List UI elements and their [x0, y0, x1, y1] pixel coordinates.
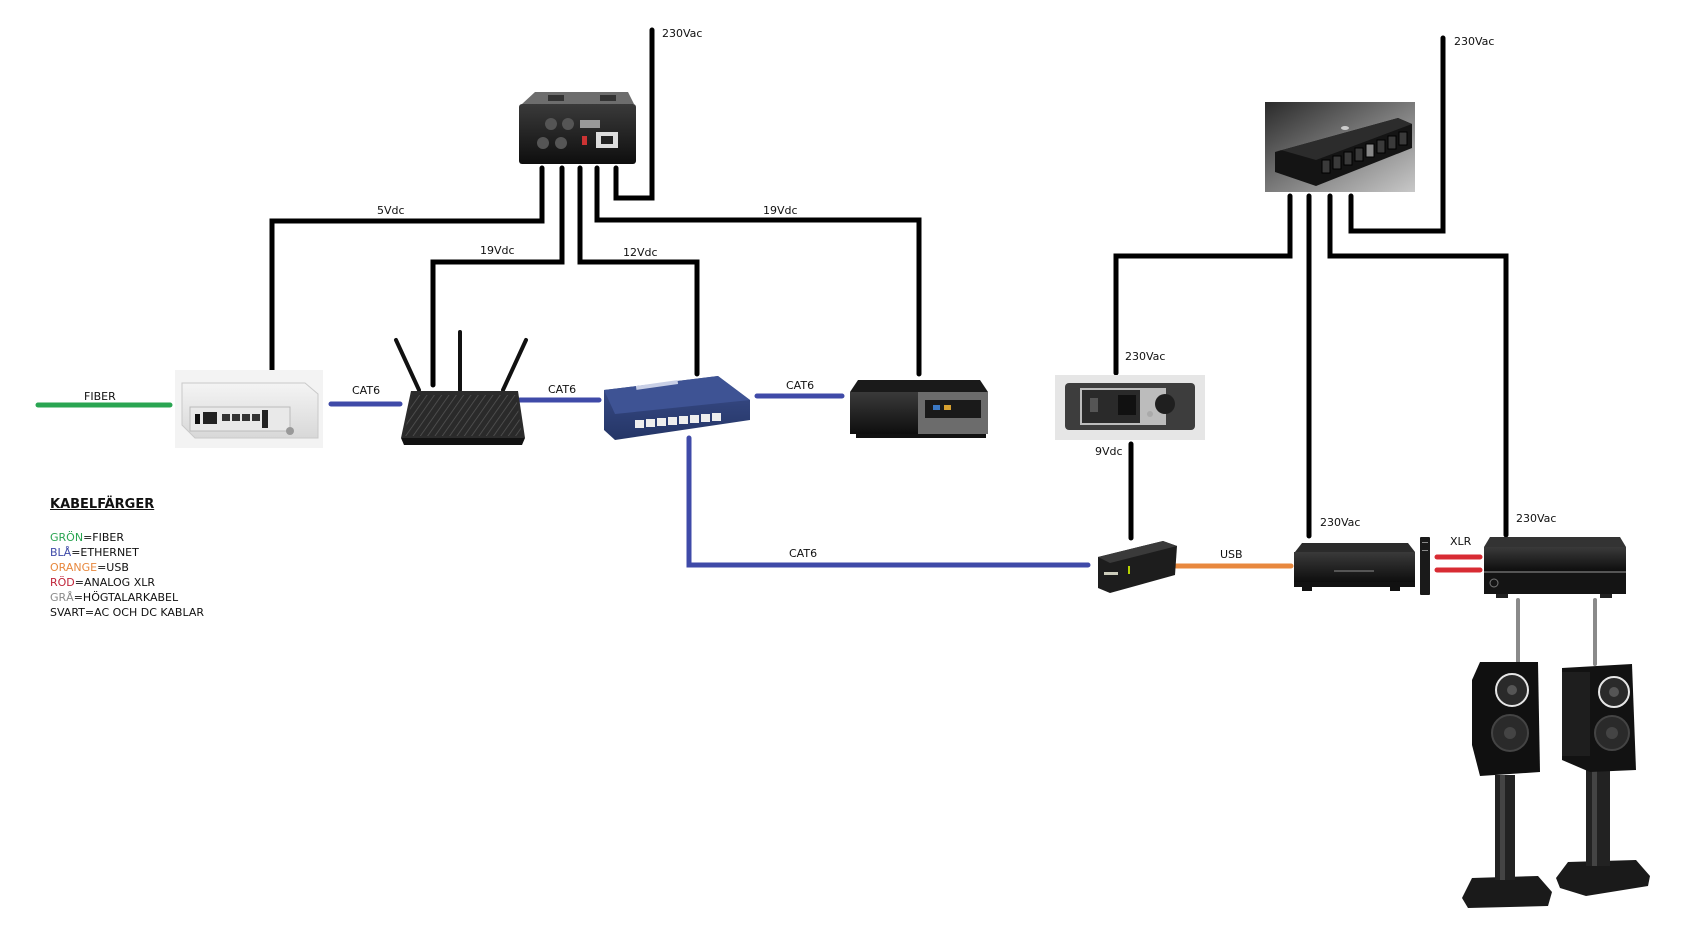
linear-psu-icon[interactable]	[1055, 375, 1205, 440]
cable-color-legend: KABELFÄRGER GRÖN=FIBER BLÅ=ETHERNET ORAN…	[50, 497, 204, 620]
legend-meaning: =ETHERNET	[71, 546, 139, 559]
legend-item: SVART=AC OCH DC KABLAR	[50, 605, 204, 620]
label-cat6-4: CAT6	[789, 547, 817, 560]
legend-meaning: =USB	[97, 561, 129, 574]
wifi-router-icon[interactable]	[394, 330, 528, 445]
fiber-media-converter-icon[interactable]	[175, 370, 323, 448]
legend-color-word: RÖD	[50, 576, 75, 589]
legend-meaning: =HÖGTALARKABEL	[73, 591, 179, 604]
label-19vdc-router: 19Vdc	[480, 244, 515, 257]
legend-item: GRÖN=FIBER	[50, 530, 204, 545]
label-xlr: XLR	[1450, 535, 1472, 548]
label-19vdc-nuc: 19Vdc	[763, 204, 798, 217]
speaker-left-icon[interactable]	[1462, 662, 1552, 908]
wire-cat6-switch-streamer	[686, 435, 1091, 568]
legend-color-word: BLÅ	[50, 546, 72, 559]
label-usb: USB	[1220, 548, 1243, 561]
wire-5vdc	[269, 165, 545, 373]
cd-player-icon[interactable]	[1294, 543, 1415, 591]
legend-color-word: SVART	[50, 606, 85, 619]
label-5vdc: 5Vdc	[377, 204, 405, 217]
remote-control-icon[interactable]	[1420, 537, 1430, 595]
legend-color-word: ORANGE	[50, 561, 98, 574]
label-9vdc: 9Vdc	[1095, 445, 1123, 458]
power-strip-icon[interactable]	[1265, 102, 1415, 192]
label-cat6-3: CAT6	[786, 379, 814, 392]
legend-meaning: =FIBER	[83, 531, 124, 544]
network-switch-icon[interactable]	[604, 376, 750, 440]
label-230vac-amp: 230Vac	[1516, 512, 1556, 525]
wire-19vdc-router	[430, 165, 565, 388]
legend-color-word: GRÅ	[50, 591, 74, 604]
legend-title: KABELFÄRGER	[50, 497, 155, 512]
legend-meaning: =AC OCH DC KABLAR	[84, 606, 205, 619]
legend-meaning: =ANALOG XLR	[74, 576, 155, 589]
legend-item: RÖD=ANALOG XLR	[50, 575, 204, 590]
wire-230vac-amp	[1327, 193, 1509, 538]
label-230vac-right: 230Vac	[1454, 35, 1494, 48]
legend-color-word: GRÖN	[50, 531, 84, 544]
label-cat6-2: CAT6	[548, 383, 576, 396]
speaker-right-icon[interactable]	[1556, 664, 1650, 896]
label-230vac-left: 230Vac	[662, 27, 702, 40]
mini-pc-icon[interactable]	[850, 380, 988, 438]
label-cat6-1: CAT6	[352, 384, 380, 397]
label-230vac-linear-psu: 230Vac	[1125, 350, 1165, 363]
amplifier-icon[interactable]	[1484, 537, 1626, 598]
legend-item: GRÅ=HÖGTALARKABEL	[50, 590, 204, 605]
label-fiber: FIBER	[84, 390, 116, 403]
wire-230vac-right	[1348, 35, 1446, 234]
label-230vac-cd: 230Vac	[1320, 516, 1360, 529]
legend-item: ORANGE=USB	[50, 560, 204, 575]
legend-item: BLÅ=ETHERNET	[50, 545, 204, 560]
wire-230vac-linear-psu	[1113, 193, 1293, 376]
label-12vdc: 12Vdc	[623, 246, 658, 259]
streamer-icon[interactable]	[1098, 541, 1177, 593]
wire-19vdc-nuc	[594, 165, 922, 377]
linear-power-supply-icon[interactable]	[519, 92, 636, 164]
wire-230vac-left	[613, 27, 655, 201]
wire-12vdc	[577, 165, 700, 377]
